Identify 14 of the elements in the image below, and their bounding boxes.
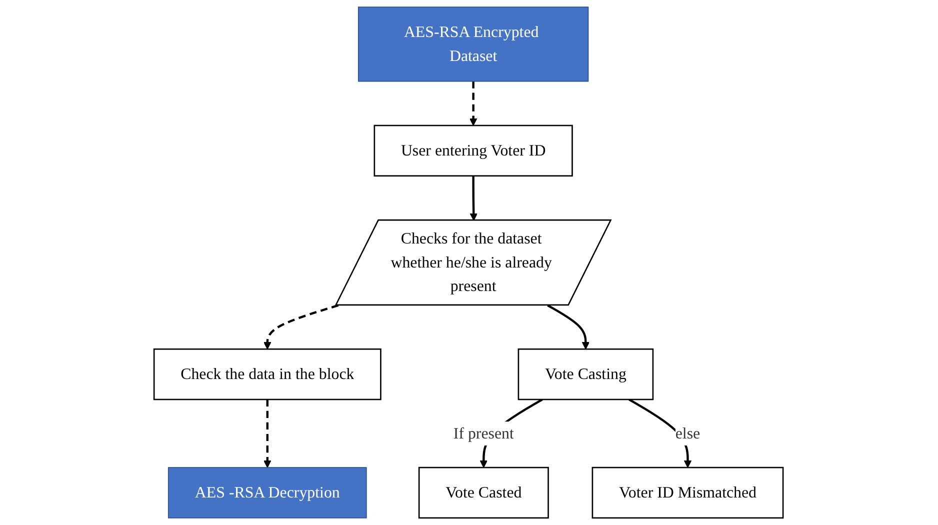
edge-label: If present	[454, 424, 514, 442]
arrow	[548, 304, 590, 350]
node-box: AES -RSA Decryption	[168, 467, 368, 518]
node-box: User entering Voter ID	[374, 124, 574, 177]
arrow	[470, 176, 478, 221]
node-box: Voter ID Mismatched	[592, 466, 784, 519]
arrow	[470, 81, 478, 126]
node-box: AES-RSA Encrypted Dataset	[358, 6, 590, 82]
edge-label: else	[676, 424, 701, 442]
node-box: Check the data in the block	[154, 348, 382, 400]
node-box: Vote Casting	[518, 348, 654, 400]
arrow	[264, 304, 340, 350]
arrow	[264, 399, 272, 468]
node-box: Vote Casted	[418, 466, 550, 519]
